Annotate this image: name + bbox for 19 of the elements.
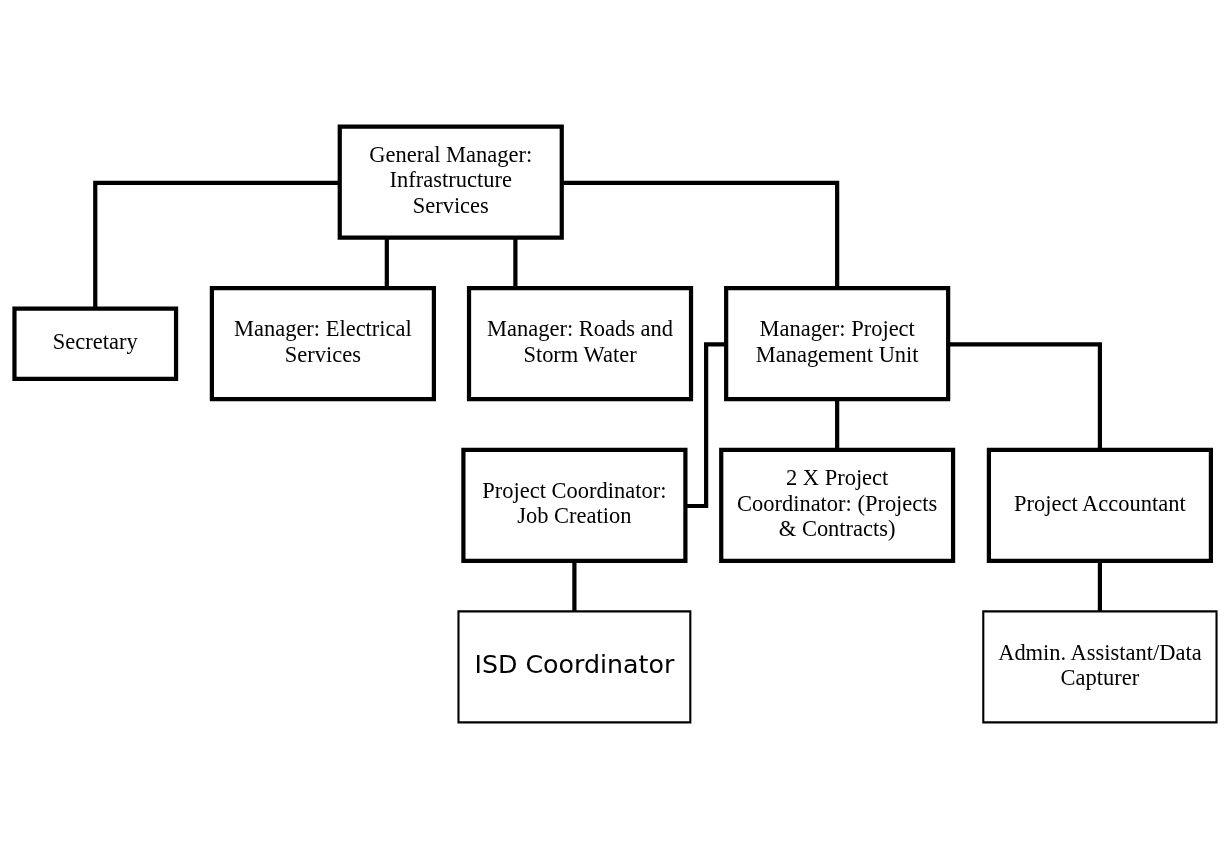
connector [948, 341, 1102, 449]
connector [685, 341, 726, 508]
node-box: Admin. Assistant/Data Capturer [982, 609, 1218, 723]
connector [835, 398, 840, 450]
node-box: Secretary [12, 305, 179, 381]
connector [562, 180, 840, 288]
connector [93, 180, 340, 308]
node-box: Manager: Roads and Storm Water [466, 285, 694, 401]
node-box: Manager: Project Management Unit [724, 285, 951, 401]
node-box: ISD Coordinator [457, 609, 692, 723]
connector [384, 237, 389, 288]
node-box: Project Accountant [986, 447, 1213, 563]
node-box: Manager: Electrical Services [209, 285, 436, 401]
node-box: 2 X Project Coordinator: (Projects & Contracts) [719, 447, 956, 563]
connector [1097, 560, 1102, 611]
connector [513, 237, 518, 288]
node-box: Project Coordinator: Job Creation [461, 447, 688, 563]
node-box: General Manager: Infrastructure Services [337, 124, 564, 240]
connector [572, 560, 577, 611]
